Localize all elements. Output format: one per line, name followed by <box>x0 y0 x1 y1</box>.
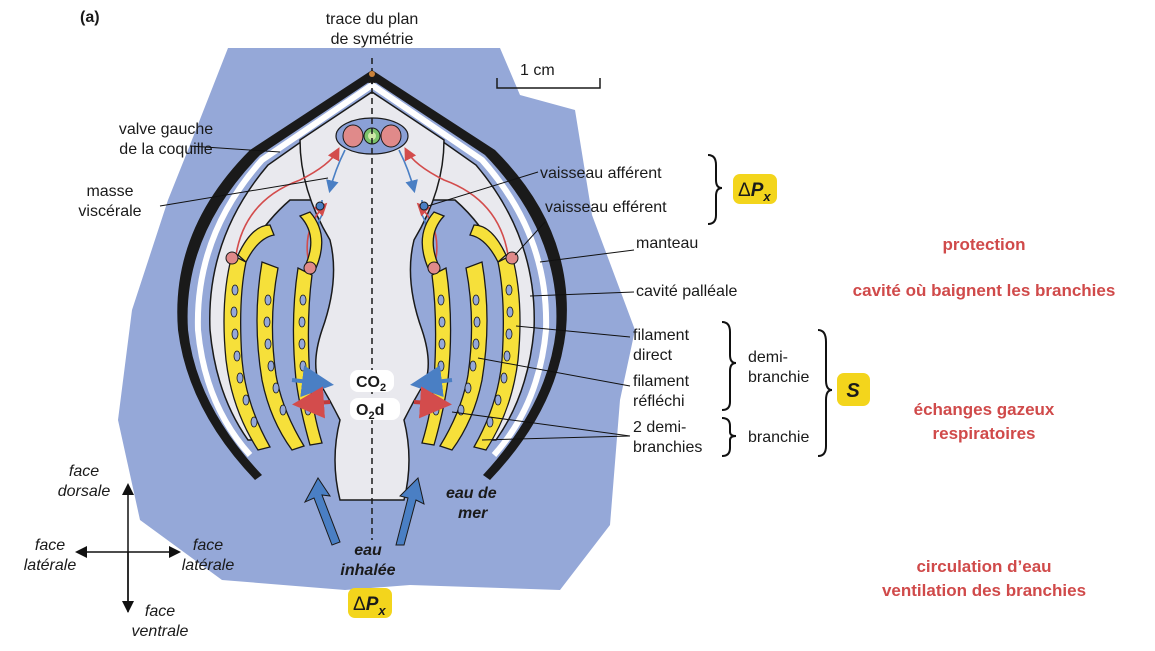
face-laterale-left-1: face <box>35 537 65 554</box>
symmetry-label-1: trace du plan <box>326 11 419 28</box>
valve-label-2: de la coquille <box>119 141 213 158</box>
filament-direct-label-1: filament <box>633 327 690 344</box>
role-circulation-2: ventilation des branchies <box>882 581 1086 600</box>
masse-label-1: masse <box>86 183 133 200</box>
face-dorsale-2: dorsale <box>58 483 111 500</box>
demi-branchie-label-1: demi- <box>748 349 788 366</box>
cavite-label: cavité palléale <box>636 283 738 300</box>
role-protection: protection <box>942 235 1025 254</box>
masse-label-2: viscérale <box>78 203 141 220</box>
role-echanges-2: respiratoires <box>933 424 1036 443</box>
o2-label: O2d <box>350 398 400 422</box>
face-laterale-right-1: face <box>193 537 223 554</box>
eau-inhalee-label-1: eau <box>354 542 382 559</box>
valve-label-1: valve gauche <box>119 121 213 138</box>
vaisseau-afferent-label: vaisseau afférent <box>540 165 662 182</box>
face-ventrale-1: face <box>145 603 175 620</box>
delta-px-badge-top: ΔPx <box>733 174 777 204</box>
face-dorsale-1: face <box>69 463 99 480</box>
filament-reflechi-label-2: réfléchi <box>633 393 685 410</box>
co2-label: CO2 <box>350 370 394 394</box>
symmetry-label-2: de symétrie <box>331 31 414 48</box>
branchie-label: branchie <box>748 429 809 446</box>
figure-label: (a) <box>80 9 100 26</box>
deux-demi-label-2: branchies <box>633 439 702 456</box>
s-badge: S <box>837 373 870 406</box>
scale-bar-label: 1 cm <box>520 62 555 79</box>
filament-direct-label-2: direct <box>633 347 673 364</box>
filament-reflechi-label-1: filament <box>633 373 690 390</box>
eau-de-mer-label-2: mer <box>458 505 488 522</box>
role-cavite: cavité où baignent les branchies <box>853 281 1116 300</box>
face-laterale-left-2: latérale <box>24 557 77 574</box>
eau-inhalee-label-2: inhalée <box>340 562 395 579</box>
eau-de-mer-label-1: eau de <box>446 485 497 502</box>
role-echanges-1: échanges gazeux <box>914 400 1055 419</box>
face-ventrale-2: ventrale <box>132 623 189 640</box>
svg-text:S: S <box>846 380 860 402</box>
face-laterale-right-2: latérale <box>182 557 235 574</box>
manteau-label: manteau <box>636 235 698 252</box>
demi-branchie-label-2: branchie <box>748 369 809 386</box>
delta-px-badge-bottom: ΔPx <box>348 588 392 618</box>
role-circulation-1: circulation d’eau <box>916 557 1051 576</box>
deux-demi-label-1: 2 demi- <box>633 419 686 436</box>
vaisseau-efferent-label: vaisseau efférent <box>545 199 667 216</box>
